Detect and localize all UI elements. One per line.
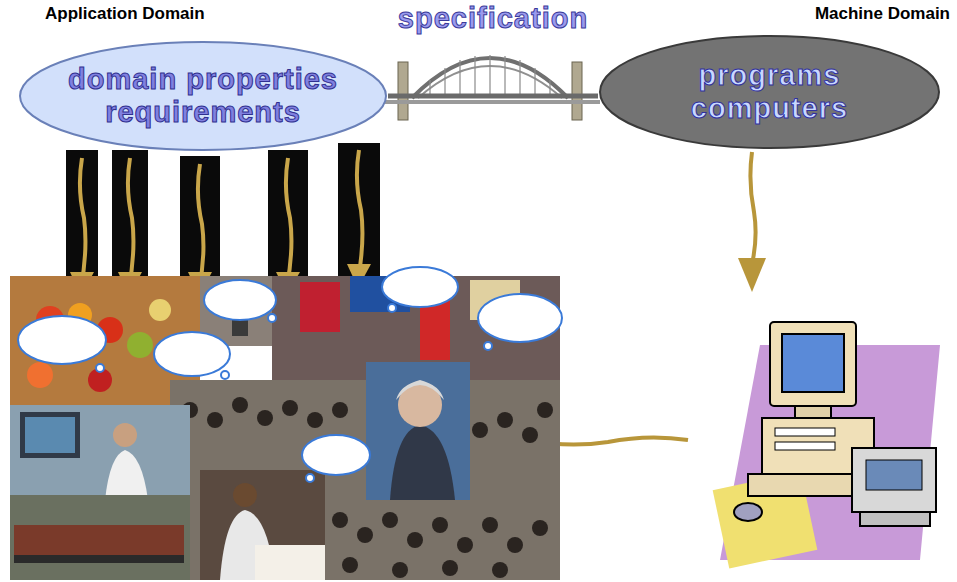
- illustration-part: [207, 412, 223, 428]
- illustration-part: [80, 158, 86, 288]
- illustration-part: [738, 258, 766, 292]
- illustration-part: [113, 423, 137, 447]
- bridge-deck: [388, 94, 598, 99]
- illustration-part: [198, 164, 204, 288]
- illustration-part: [392, 562, 408, 578]
- ellipse-shape: [20, 42, 386, 150]
- illustration-part: [27, 362, 53, 388]
- domain-ellipse: domain propertiesrequirements: [18, 40, 388, 152]
- edge-label: specification: [398, 2, 588, 35]
- illustration-part: [307, 412, 323, 428]
- illustration-part: [750, 152, 755, 264]
- illustration-part: [96, 364, 104, 372]
- illustration-part: [522, 427, 538, 443]
- illustration-part: [430, 55, 550, 98]
- machine-ellipse: programscomputers: [598, 34, 941, 150]
- illustration-part: [14, 525, 184, 555]
- illustration-part: [300, 282, 340, 332]
- illustration-part: [532, 520, 548, 536]
- illustration-part: [20, 412, 80, 458]
- illustration-part: [257, 410, 273, 426]
- illustration-part: [504, 56, 505, 98]
- node-text: domain properties: [68, 63, 338, 96]
- illustration-part: [10, 405, 190, 500]
- illustration-part: [128, 158, 134, 288]
- illustration-part: [852, 448, 936, 512]
- illustration-part: [519, 60, 520, 98]
- down-arrow: [738, 152, 766, 292]
- illustration-part: [357, 150, 363, 280]
- illustration-part: [149, 299, 171, 321]
- illustration-part: [14, 555, 184, 563]
- illustration-part: [342, 557, 358, 573]
- illustration-part: [232, 397, 248, 413]
- illustration-part: [398, 62, 408, 120]
- illustration-part: [748, 474, 868, 496]
- illustration-part: [25, 417, 75, 453]
- ellipse-shape: [600, 36, 939, 148]
- illustration-part: [105, 450, 148, 500]
- illustration-part: [507, 537, 523, 553]
- illustration-part: [537, 402, 553, 418]
- illustration-part: [80, 150, 363, 288]
- illustration-part: [432, 517, 448, 533]
- illustration-part: [255, 545, 325, 580]
- illustration-part: [154, 332, 230, 376]
- illustration-part: [478, 294, 562, 342]
- illustration-part: [332, 402, 348, 418]
- computer-clipart: [713, 322, 940, 568]
- illustration-part: [497, 412, 513, 428]
- illustration-part: [221, 371, 229, 379]
- illustration-part: [795, 406, 831, 418]
- illustration-part: [10, 495, 190, 580]
- illustration-part: [282, 400, 298, 416]
- illustration-part: [382, 512, 398, 528]
- illustration-part: [775, 442, 835, 450]
- illustration-part: [127, 332, 153, 358]
- illustration-part: [472, 422, 488, 438]
- illustration-part: [357, 527, 373, 543]
- illustration-part: [782, 334, 844, 392]
- illustration-part: [388, 304, 396, 312]
- illustration-part: [734, 503, 762, 521]
- illustration-part: [200, 470, 325, 580]
- illustration-part: [338, 143, 380, 293]
- illustration-part: [572, 62, 582, 120]
- illustration-part: [170, 380, 560, 580]
- illustration-part: [332, 512, 348, 528]
- illustration-part: [306, 474, 314, 482]
- illustration-part: [18, 316, 106, 364]
- illustration-part: [860, 512, 930, 526]
- domain-heading: Machine Domain: [815, 4, 950, 24]
- illustration-part: [482, 517, 498, 533]
- illustration-part: [204, 280, 276, 320]
- illustration-part: [770, 322, 856, 406]
- node-text: programs: [699, 59, 841, 92]
- illustration-part: [866, 460, 922, 490]
- illustration-part: [484, 342, 492, 350]
- illustration-part: [775, 428, 835, 436]
- node-text: computers: [691, 92, 848, 125]
- illustration-part: [268, 314, 276, 322]
- illustration-part: [355, 100, 600, 104]
- illustration-part: [489, 55, 490, 98]
- thought-clouds: [18, 267, 562, 482]
- illustration-part: [286, 158, 292, 286]
- illustration-part: [382, 267, 458, 307]
- illustration-part: [492, 562, 508, 578]
- node-text: requirements: [105, 96, 301, 129]
- illustration-part: [390, 425, 455, 500]
- illustration-part: [442, 560, 458, 576]
- illustration-part: [457, 537, 473, 553]
- illustration-part: [302, 435, 370, 475]
- illustration-part: [474, 56, 475, 98]
- illustration-part: [459, 60, 460, 98]
- illustration-part: [366, 362, 470, 500]
- bridge: [355, 55, 600, 120]
- illustration-part: [407, 532, 423, 548]
- illustration-part: [396, 380, 444, 400]
- illustration-part: [233, 483, 257, 507]
- domain-heading: Application Domain: [45, 4, 205, 24]
